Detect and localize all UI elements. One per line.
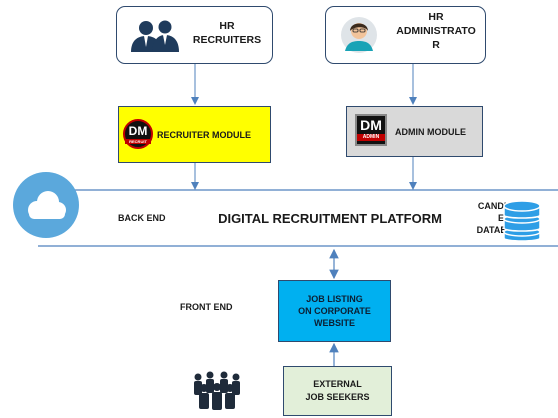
- job-seekers-crowd-icon: [194, 371, 240, 410]
- administrator-avatar-icon: [341, 17, 377, 53]
- hr-administrator-label: HR ADMINISTRATO R: [396, 11, 476, 51]
- hr-administrator-box: HR ADMINISTRATO R: [325, 6, 486, 64]
- hr-recruiters-label: HR RECRUITERS: [192, 20, 262, 46]
- hr-recruiters-box: HR RECRUITERS: [116, 6, 273, 64]
- cloud-icon: [13, 172, 79, 238]
- front-end-label: FRONT END: [180, 302, 233, 312]
- dm-logo-text: DM: [128, 124, 148, 138]
- candidate-database-label: CANDIDAT E DATABASE: [476, 201, 526, 235]
- job-seekers-box: EXTERNAL JOB SEEKERS: [283, 366, 392, 416]
- job-seekers-label: EXTERNAL JOB SEEKERS: [305, 379, 370, 402]
- admin-module-label: ADMIN MODULE: [395, 127, 466, 137]
- admin-logo-text: ADMIN: [357, 134, 385, 141]
- recruit-logo-text: RECRUIT: [125, 139, 151, 144]
- job-listing-label: JOB LISTING ON CORPORATE WEBSITE: [298, 294, 371, 328]
- back-end-label: BACK END: [118, 213, 166, 223]
- recruiter-module-label: RECRUITER MODULE: [157, 130, 251, 140]
- platform-title: DIGITAL RECRUITMENT PLATFORM: [218, 211, 442, 226]
- admin-module-box: DM ADMIN ADMIN MODULE: [346, 106, 483, 157]
- database-icon: [503, 200, 541, 242]
- recruiters-icon: [131, 20, 179, 52]
- job-listing-box: JOB LISTING ON CORPORATE WEBSITE: [278, 280, 391, 342]
- dm-admin-logo-text: DM: [360, 117, 382, 133]
- dm-admin-logo: DM ADMIN: [355, 114, 387, 146]
- dm-recruit-logo: DM RECRUIT: [123, 119, 153, 149]
- recruiter-module-box: DM RECRUIT RECRUITER MODULE: [118, 106, 271, 163]
